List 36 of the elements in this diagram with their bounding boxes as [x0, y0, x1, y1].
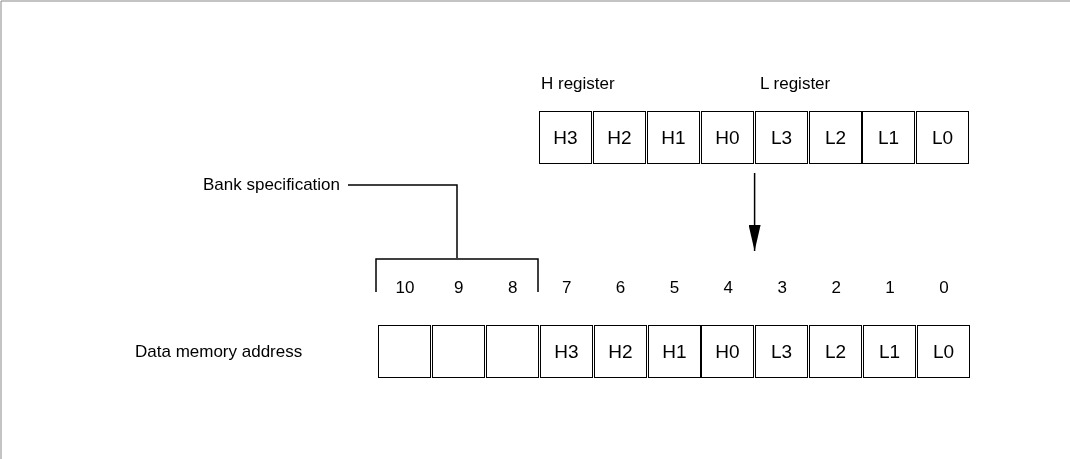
bit-number: 6: [614, 278, 627, 298]
bit-number: 1: [884, 278, 896, 298]
register-bit: H3: [540, 325, 593, 378]
register-bit: L0: [917, 325, 970, 378]
register-bit: L2: [809, 111, 862, 164]
bit-number: 8: [507, 278, 519, 298]
register-bit: H1: [647, 111, 700, 164]
register-bit: L3: [755, 111, 808, 164]
register-title: L register: [760, 74, 831, 94]
register-bit: L1: [862, 111, 915, 164]
register-row: [539, 111, 970, 164]
bit-number: 7: [560, 278, 573, 298]
register-bit: H3: [539, 111, 592, 164]
register-title: H register: [541, 74, 615, 94]
bit-number: 2: [830, 278, 842, 298]
register-bit: L3: [755, 325, 808, 378]
bank-label: Bank specification: [202, 175, 340, 195]
leader-line: [347, 184, 458, 259]
bit-number: 9: [453, 278, 465, 298]
register-bit: L1: [863, 325, 916, 378]
bit-number: 3: [776, 278, 788, 298]
register-bit: H2: [593, 111, 646, 164]
bit-number: 0: [938, 278, 950, 298]
bit-number: 5: [668, 278, 681, 298]
bit-number: 4: [722, 278, 735, 298]
register-bit: H1: [648, 325, 701, 378]
register-row: [378, 325, 970, 378]
arrow: [748, 172, 761, 252]
register-bit: L2: [809, 325, 862, 378]
register-bit: L0: [916, 111, 969, 164]
register-bit: H0: [701, 325, 754, 378]
bit-number: 10: [394, 278, 416, 298]
bracket: [375, 258, 539, 292]
row-label: Data memory address: [135, 342, 303, 362]
register-bit: H0: [701, 111, 754, 164]
register-bit: H2: [594, 325, 647, 378]
